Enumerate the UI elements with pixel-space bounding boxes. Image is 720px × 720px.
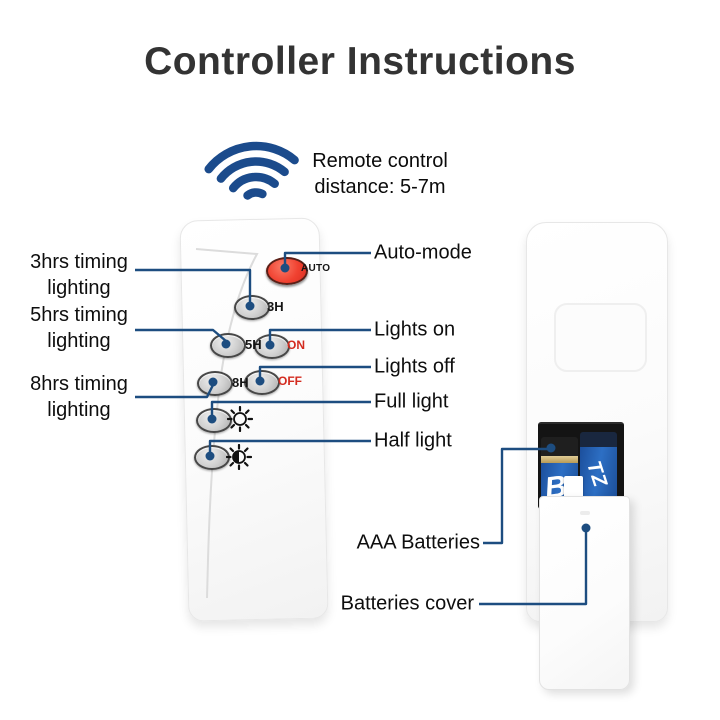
label-half-light: Half light [374,429,452,452]
remote-distance-line1: Remote control [312,150,448,172]
label-8hrs-timing: 8hrs timing lighting [9,371,149,423]
timer-5h-button [210,333,246,358]
half-sun-icon [226,444,252,470]
timer-8h-button [197,371,233,396]
auto-button-print: AUTO [301,263,331,274]
label-5hrs-timing: 5hrs timing lighting [9,302,149,354]
page-title: Controller Instructions [144,40,576,83]
battery-cap [580,432,617,447]
label-5hrs-line1: 5hrs timing [30,304,128,326]
wifi-icon [204,141,299,200]
label-8hrs-line1: 8hrs timing [30,373,128,395]
label-lights-off: Lights off [374,355,455,378]
btn-5h-print: 5H [245,337,262,352]
label-lights-on: Lights on [374,318,456,341]
btn-off-print: OFF [278,374,302,388]
remote-distance-line2: distance: 5-7m [314,176,446,198]
battery-clip-tab [564,476,583,498]
lights-off-button [244,370,280,395]
label-aaa-batteries: AAA Batteries [356,531,480,554]
half-light-button [194,445,230,470]
label-3hrs-timing: 3hrs timing lighting [9,249,149,301]
battery-cover [539,496,630,690]
label-8hrs-line2: lighting [47,399,111,421]
battery-gold-band [541,456,578,463]
remote-distance-text: Remote control distance: 5-7m [300,148,460,200]
timer-3h-button [234,295,270,320]
battery-brand-letters: TZ [582,458,612,491]
btn-on-print: ON [287,338,305,352]
label-full-light: Full light [374,390,449,413]
cover-notch [580,511,590,515]
btn-8h-print: 8H [232,375,249,390]
label-batteries-cover: Batteries cover [340,592,474,615]
label-3hrs-line2: lighting [47,277,111,299]
label-auto-mode: Auto-mode [374,241,472,264]
label-3hrs-line1: 3hrs timing [30,251,128,273]
back-label-recess [554,303,647,372]
btn-3h-print: 3H [267,299,284,314]
battery-shadow-top [541,437,578,456]
label-5hrs-line2: lighting [47,330,111,352]
full-sun-icon [227,406,253,432]
remote-back-body: B TZ [526,222,668,690]
